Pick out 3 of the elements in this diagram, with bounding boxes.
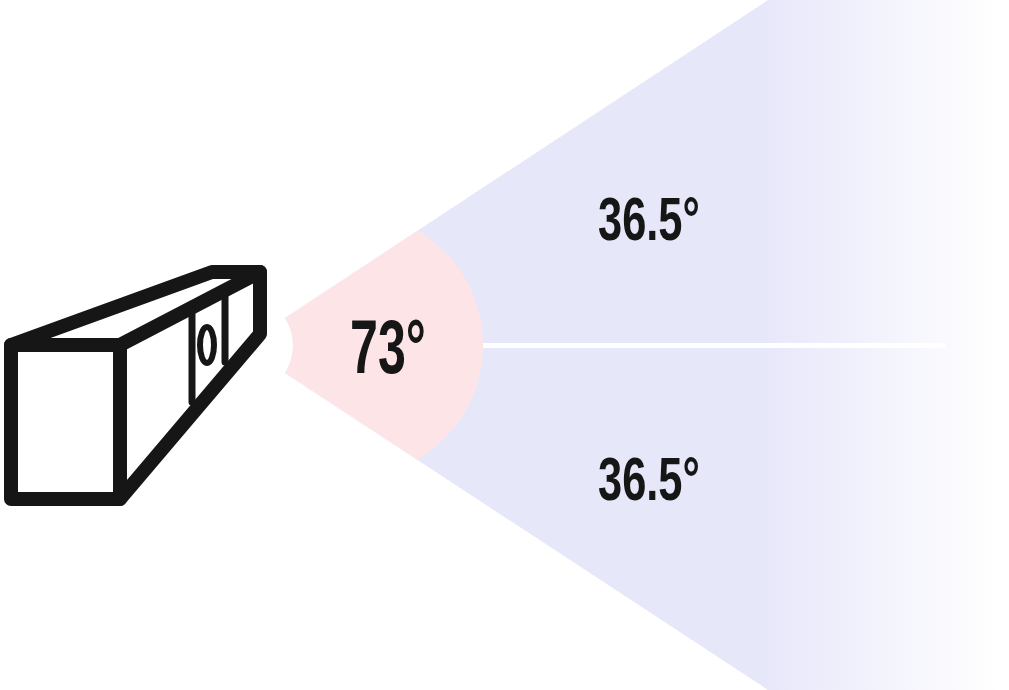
angle-label: 36.5° <box>598 188 700 250</box>
angle-label: 73° <box>350 309 426 385</box>
angle-label: 36.5° <box>598 448 700 510</box>
